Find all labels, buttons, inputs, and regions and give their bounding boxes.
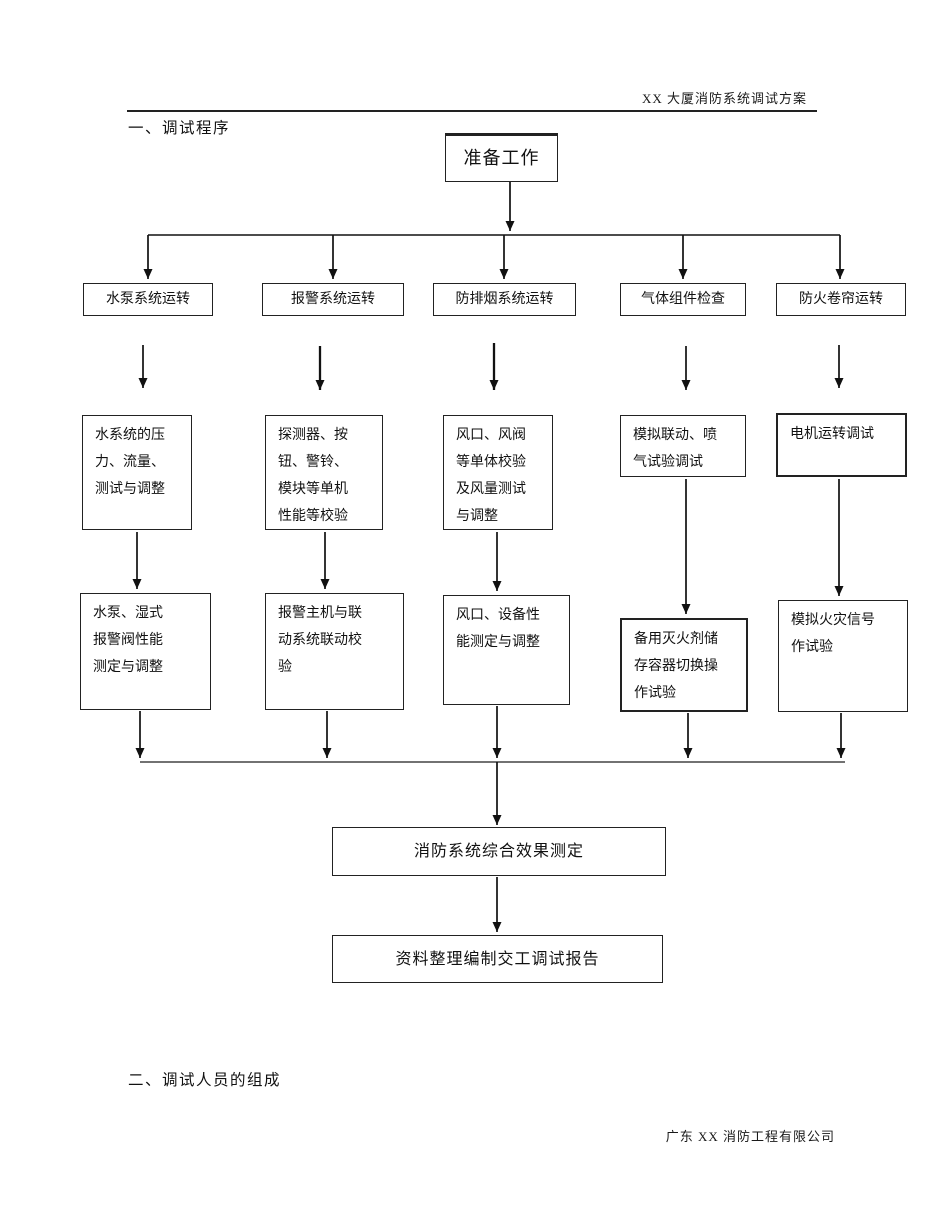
comprehensive-effect-test-box: 消防系统综合效果测定 [332,827,666,876]
detector-unit-check-box: 探测器、按 钮、警铃、 模块等单机 性能等校验 [265,415,383,530]
fire-curtain-box: 防火卷帘运转 [776,283,906,316]
backup-agent-switch-box: 备用灭火剂储 存容器切换操 作试验 [620,618,748,712]
section-1-heading: 一、调试程序 [128,120,231,137]
pump-wet-valve-test-box: 水泵、湿式 报警阀性能 测定与调整 [80,593,211,710]
smoke-control-system-box: 防排烟系统运转 [433,283,576,316]
motor-operation-test-box: 电机运转调试 [776,413,907,477]
vent-equipment-performance-box: 风口、设备性 能测定与调整 [443,595,570,705]
alarm-system-box: 报警系统运转 [262,283,404,316]
footer-company-name: 广东 XX 消防工程有限公司 [665,1129,835,1144]
header-rule [127,110,817,112]
vent-valve-unit-check-box: 风口、风阀 等单体校验 及风量测试 与调整 [443,415,553,530]
document-header-title: XX 大厦消防系统调试方案 [641,91,807,106]
section-2-heading: 二、调试人员的组成 [128,1072,282,1089]
preparation-box: 准备工作 [445,133,558,182]
water-pressure-flow-test-box: 水系统的压 力、流量、 测试与调整 [82,415,192,530]
alarm-host-linkage-box: 报警主机与联 动系统联动校 验 [265,593,404,710]
simulated-linkage-spray-box: 模拟联动、喷 气试验调试 [620,415,746,477]
fire-signal-simulation-box: 模拟火灾信号 作试验 [778,600,908,712]
pump-system-box: 水泵系统运转 [83,283,213,316]
handover-report-box: 资料整理编制交工调试报告 [332,935,663,983]
gas-component-box: 气体组件检查 [620,283,746,316]
